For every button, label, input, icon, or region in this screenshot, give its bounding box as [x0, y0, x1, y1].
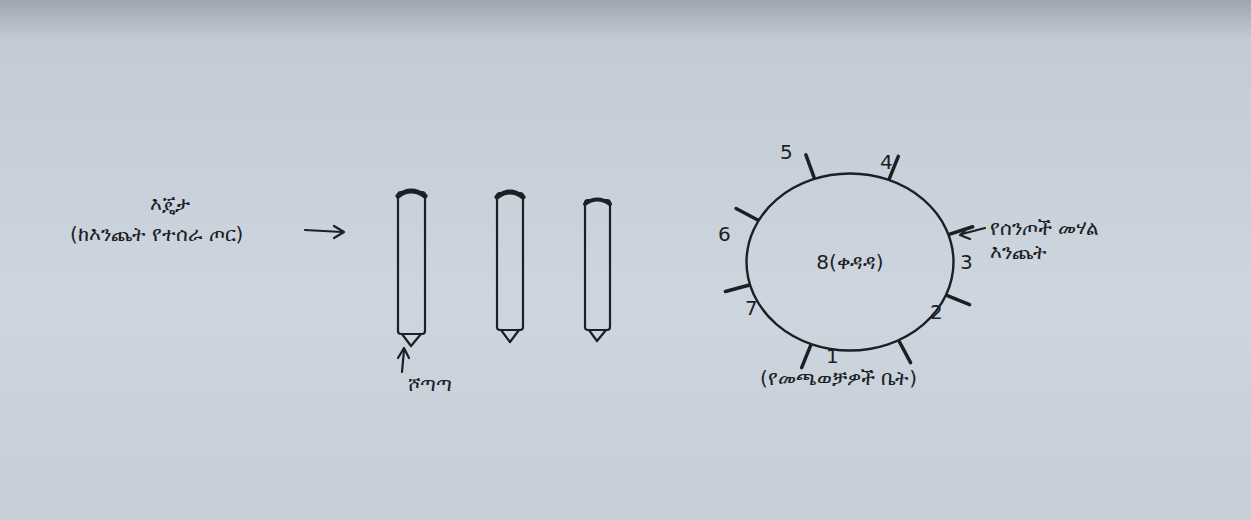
peg-line: [736, 208, 757, 219]
stick: [585, 200, 610, 330]
peg-line: [802, 345, 811, 367]
part-name: እጄታ: [150, 192, 190, 216]
part-name: ሾጣጣ: [408, 372, 452, 396]
callout-number: 6: [718, 222, 731, 246]
peg-line: [947, 296, 969, 305]
arrow-head: [334, 226, 344, 238]
callout-number: 5: [780, 140, 793, 164]
peg-line: [899, 341, 910, 362]
board-circle: 8(ቀዳዳ): [745, 172, 955, 352]
callout-number: 3: [960, 250, 973, 274]
callout-number: 7: [745, 296, 758, 320]
stick-top: [585, 200, 610, 205]
peg-line: [950, 227, 973, 234]
stick-tip: [589, 330, 606, 341]
stick-top: [497, 192, 523, 197]
callout-number: 4: [880, 150, 893, 174]
stick-tip: [402, 334, 421, 346]
circle-label: 8(ቀዳዳ): [816, 250, 883, 274]
leader-line: [305, 230, 342, 232]
callout-number: 1: [826, 344, 839, 368]
callout-number: 2: [930, 300, 943, 324]
stick-tip: [501, 330, 519, 342]
stick-top: [398, 191, 425, 196]
part-note: (ከእንጨት የተሰራ ጦር): [70, 222, 310, 246]
part-note: የሰንጦች መሃል እንጨት: [990, 216, 1140, 264]
stick: [398, 192, 425, 334]
leader-line: [402, 350, 404, 372]
part-note: (የመጫወቻዎች ቤት): [760, 366, 917, 390]
peg-line: [806, 155, 814, 178]
peg-line: [725, 285, 748, 291]
arrow-head: [398, 348, 409, 358]
stick: [497, 193, 523, 330]
